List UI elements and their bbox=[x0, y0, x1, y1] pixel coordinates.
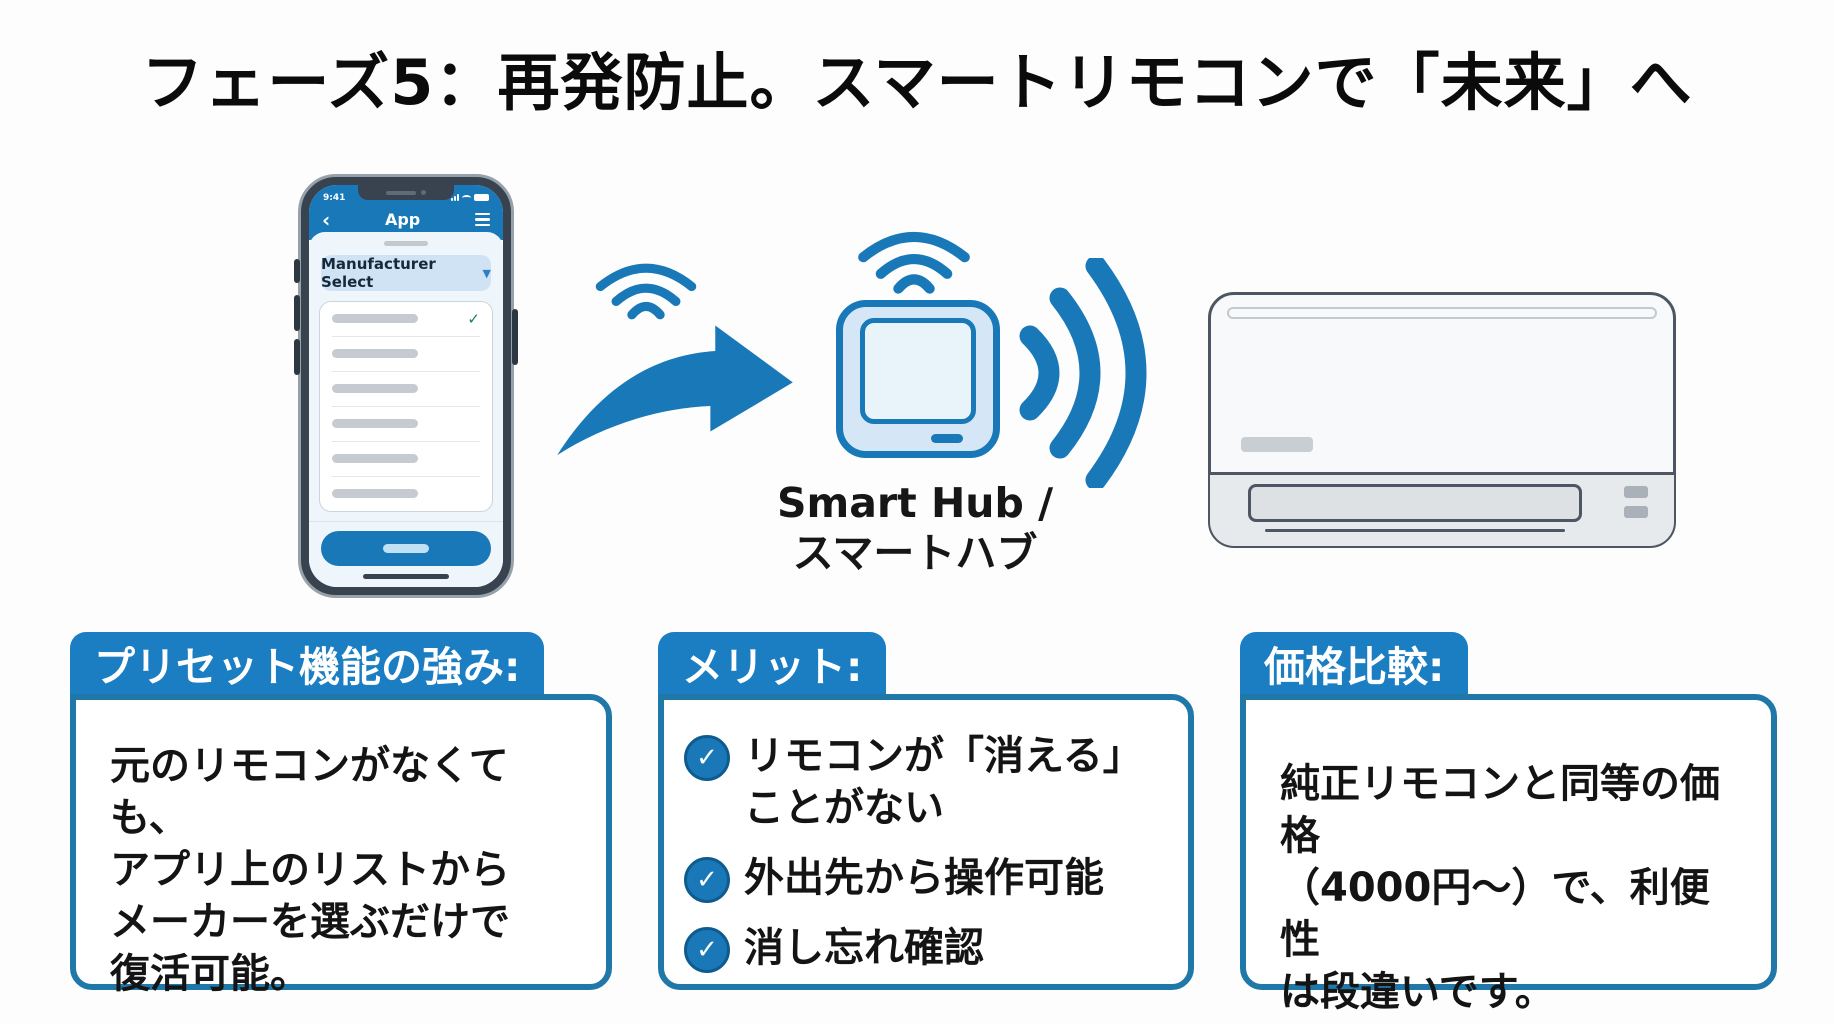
list-item-placeholder bbox=[332, 489, 418, 499]
card-text: 純正リモコンと同等の価格 （4000円〜）で、利便性 は段違いです。 bbox=[1280, 761, 1720, 1015]
card-merits: メリット: ✓ リモコンが「消える」 ことがない ✓ 外出先から操作可能 ✓ 消… bbox=[658, 632, 1194, 990]
camera-dot-icon bbox=[421, 190, 426, 195]
list-item-placeholder bbox=[332, 349, 418, 359]
list-item[interactable] bbox=[332, 407, 480, 442]
phone-volume-up-button bbox=[294, 295, 300, 331]
check-icon: ✓ bbox=[684, 735, 730, 781]
ac-bottom-panel bbox=[1210, 472, 1674, 546]
card-badge: メリット: bbox=[658, 632, 887, 694]
list-item[interactable]: ✓ bbox=[332, 302, 480, 337]
card-body: 元のリモコンがなくても、 アプリ上のリストから メーカーを選ぶだけで 復活可能。 bbox=[70, 694, 612, 997]
card-body: ✓ リモコンが「消える」 ことがない ✓ 外出先から操作可能 ✓ 消し忘れ確認 bbox=[658, 694, 1194, 990]
merit-text: リモコンが「消える」 ことがない bbox=[744, 733, 1143, 831]
sheet-drag-handle[interactable] bbox=[384, 241, 428, 246]
card-badge: プリセット機能の強み: bbox=[70, 632, 545, 694]
divider bbox=[309, 520, 503, 522]
confirm-button[interactable] bbox=[321, 531, 491, 566]
button-label-placeholder bbox=[383, 544, 429, 553]
smart-hub-device bbox=[836, 300, 1000, 458]
list-item-placeholder bbox=[332, 384, 418, 394]
chevron-down-icon: ▼ bbox=[482, 266, 491, 280]
list-item[interactable] bbox=[332, 337, 480, 372]
check-icon: ✓ bbox=[684, 927, 730, 973]
list-item-placeholder bbox=[332, 314, 418, 324]
hub-inner-panel bbox=[860, 318, 976, 424]
app-title: App bbox=[384, 210, 421, 229]
merit-item: ✓ リモコンが「消える」 ことがない bbox=[684, 730, 1170, 834]
list-item[interactable] bbox=[332, 372, 480, 407]
phone-screen: 9:41 ‹ App Manufacturer Select ▼ bbox=[309, 185, 503, 587]
app-sheet: Manufacturer Select ▼ ✓ bbox=[309, 232, 503, 587]
merit-text: 消し忘れ確認 bbox=[744, 925, 984, 971]
manufacturer-list: ✓ bbox=[319, 301, 493, 512]
menu-icon[interactable] bbox=[474, 212, 490, 227]
air-conditioner bbox=[1208, 292, 1676, 548]
ac-top-seam bbox=[1227, 307, 1657, 319]
phone-mute-button bbox=[294, 259, 300, 283]
ir-signal-waves-icon bbox=[1019, 258, 1147, 488]
home-indicator bbox=[363, 574, 449, 579]
wifi-status-icon bbox=[462, 195, 471, 201]
phone-illustration: 9:41 ‹ App Manufacturer Select ▼ bbox=[294, 174, 518, 598]
phone-notch bbox=[358, 185, 454, 200]
battery-icon bbox=[474, 194, 489, 201]
manufacturer-dropdown-label: Manufacturer Select bbox=[321, 255, 436, 291]
ac-display-button bbox=[1624, 506, 1648, 518]
list-item-placeholder bbox=[332, 454, 418, 464]
list-item[interactable] bbox=[332, 477, 480, 511]
status-time: 9:41 bbox=[323, 192, 346, 203]
merit-text: 外出先から操作可能 bbox=[744, 855, 1104, 901]
merit-item: ✓ 消し忘れ確認 bbox=[684, 922, 1170, 974]
hub-label-line2: スマートハブ bbox=[792, 529, 1038, 577]
card-price-comparison: 価格比較: 純正リモコンと同等の価格 （4000円〜）で、利便性 は段違いです。 bbox=[1240, 632, 1777, 1015]
merit-item: ✓ 外出先から操作可能 bbox=[684, 852, 1170, 904]
hub-led-indicator bbox=[931, 434, 963, 443]
wifi-signal-icon bbox=[595, 263, 697, 320]
ac-display-button bbox=[1624, 486, 1648, 498]
signal-icon bbox=[451, 194, 459, 201]
hub-wifi-icon bbox=[858, 232, 970, 294]
selected-check-icon: ✓ bbox=[467, 309, 480, 328]
phone-power-button bbox=[512, 309, 518, 365]
transfer-arrow-icon bbox=[557, 325, 793, 456]
ac-logo-badge bbox=[1241, 437, 1313, 452]
back-icon[interactable]: ‹ bbox=[322, 207, 331, 232]
speaker-grille-icon bbox=[386, 190, 416, 195]
page-title: フェーズ5：再発防止。スマートリモコンで「未来」へ bbox=[141, 46, 1693, 119]
merit-list: ✓ リモコンが「消える」 ことがない ✓ 外出先から操作可能 ✓ 消し忘れ確認 bbox=[664, 700, 1188, 974]
phone-volume-down-button bbox=[294, 339, 300, 375]
card-badge: 価格比較: bbox=[1240, 632, 1469, 694]
card-body: 純正リモコンと同等の価格 （4000円〜）で、利便性 は段違いです。 bbox=[1240, 694, 1777, 1015]
manufacturer-dropdown[interactable]: Manufacturer Select ▼ bbox=[321, 255, 491, 291]
list-item-placeholder bbox=[332, 419, 418, 429]
list-item[interactable] bbox=[332, 442, 480, 477]
check-icon: ✓ bbox=[684, 857, 730, 903]
ac-vent-flap bbox=[1248, 484, 1582, 532]
card-preset-strengths: プリセット機能の強み: 元のリモコンがなくても、 アプリ上のリストから メーカー… bbox=[70, 632, 612, 997]
hub-label: Smart Hub / スマートハブ bbox=[765, 478, 1065, 578]
hub-label-line1: Smart Hub / bbox=[776, 479, 1054, 527]
card-text: 元のリモコンがなくても、 アプリ上のリストから メーカーを選ぶだけで 復活可能。 bbox=[110, 743, 510, 997]
